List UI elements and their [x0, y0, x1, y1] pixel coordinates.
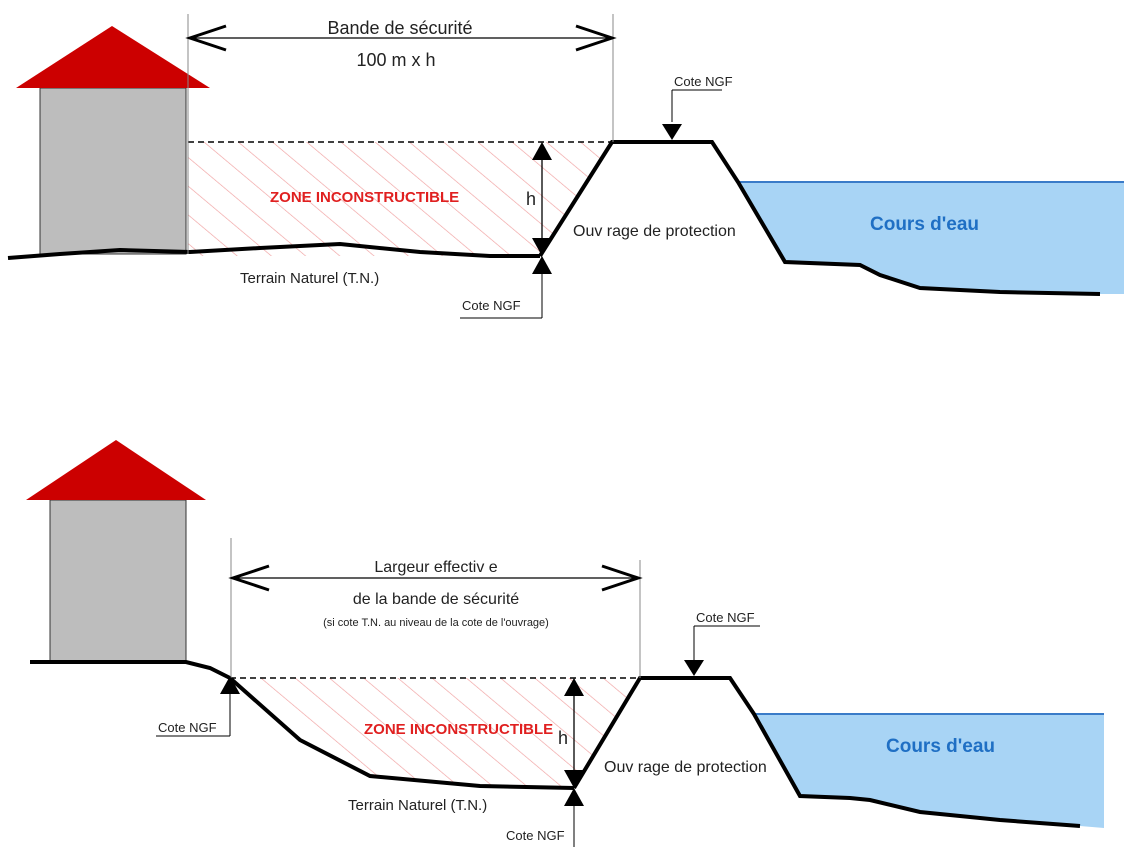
cote-ngf-top-marker [684, 625, 760, 676]
bande-formula: 100 m x h [356, 50, 435, 70]
cote-ngf-left-marker [156, 676, 240, 737]
ouvrage-label: Ouv rage de protection [604, 759, 767, 776]
terrain-line [7, 241, 540, 260]
largeur-line2: de la bande de sécurité [353, 591, 519, 608]
house-icon [26, 440, 206, 663]
cote-ngf-top-label: Cote NGF [696, 610, 755, 625]
zone-inconstructible-area [188, 142, 612, 256]
bande-title: Bande de sécurité [327, 18, 472, 38]
largeur-note: (si cote T.N. au niveau de la cote de l'… [323, 617, 549, 629]
levee [538, 140, 1101, 296]
cours-eau-label: Cours d'eau [870, 214, 979, 235]
largeur-dimension-arrow [228, 564, 643, 592]
bande-dimension-arrow [185, 24, 617, 52]
ouvrage-label: Ouv rage de protection [573, 223, 736, 240]
terrain-label: Terrain Naturel (T.N.) [240, 270, 379, 287]
terrain-label: Terrain Naturel (T.N.) [348, 797, 487, 814]
h-dimension-arrow [564, 678, 584, 847]
h-dimension-arrow [460, 142, 552, 319]
water-body [754, 714, 1104, 828]
h-label: h [526, 189, 536, 209]
cote-ngf-bottom-label: Cote NGF [506, 828, 565, 843]
cote-ngf-bottom-label: Cote NGF [462, 298, 521, 313]
terrain-line [30, 660, 575, 790]
water-body [738, 182, 1124, 294]
zone-inconstructible-area [230, 678, 640, 788]
zone-inconstructible-label: ZONE INCONSTRUCTIBLE [364, 721, 553, 738]
house-icon [16, 26, 210, 255]
top-diagram: Bande de sécurité 100 m x h Cote NGF h C… [7, 14, 1124, 319]
cote-ngf-left-label: Cote NGF [158, 720, 217, 735]
largeur-line1: Largeur effectiv e [374, 559, 497, 576]
zone-inconstructible-label: ZONE INCONSTRUCTIBLE [270, 189, 459, 206]
h-label: h [558, 728, 568, 748]
cours-eau-label: Cours d'eau [886, 736, 995, 757]
levee [572, 676, 1081, 828]
cote-ngf-top-marker [662, 89, 722, 140]
bottom-diagram: Largeur effectiv e de la bande de sécuri… [26, 440, 1104, 847]
cote-ngf-top-label: Cote NGF [674, 74, 733, 89]
